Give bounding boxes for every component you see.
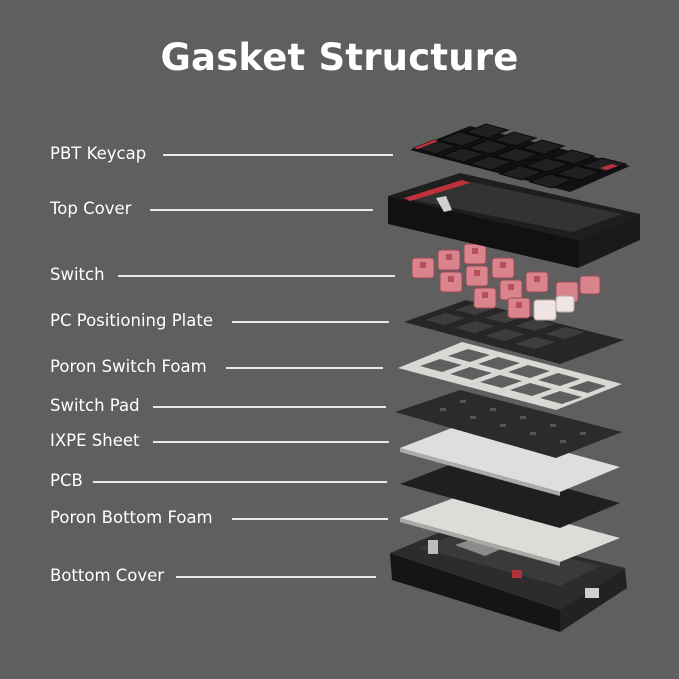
- leader-line-poron-switch-foam: [226, 367, 383, 369]
- label-pbt-keycap: PBT Keycap: [50, 144, 147, 163]
- leader-line-pbt-keycap: [163, 154, 393, 156]
- label-poron-switch-foam: Poron Switch Foam: [50, 357, 207, 376]
- pbt-keycaps-illustration: [410, 123, 630, 192]
- leader-line-bottom-cover: [176, 576, 376, 578]
- label-switch: Switch: [50, 265, 105, 284]
- bottom-cover-illustration: [390, 526, 627, 632]
- label-pcb: PCB: [50, 471, 83, 490]
- leader-line-ixpe-sheet: [153, 441, 389, 443]
- switch-pad-illustration: [395, 390, 622, 458]
- label-switch-pad: Switch Pad: [50, 396, 140, 415]
- label-bottom-cover: Bottom Cover: [50, 566, 165, 585]
- label-pc-positioning-plate: PC Positioning Plate: [50, 311, 213, 330]
- label-poron-bottom-foam: Poron Bottom Foam: [50, 508, 213, 527]
- label-ixpe-sheet: IXPE Sheet: [50, 431, 140, 450]
- ixpe-sheet-illustration: [400, 424, 620, 492]
- diagram-title: Gasket Structure: [160, 36, 519, 79]
- poron-switch-foam-illustration: [398, 342, 622, 410]
- switches-illustration: [411, 243, 601, 321]
- label-top-cover: Top Cover: [50, 199, 132, 218]
- poron-bottom-foam-illustration: [400, 495, 620, 562]
- leader-line-poron-bottom-foam: [232, 518, 388, 520]
- top-cover-illustration: [388, 173, 640, 268]
- leader-line-top-cover: [150, 209, 373, 211]
- leader-line-pc-positioning-plate: [232, 321, 389, 323]
- leader-line-switch: [118, 275, 395, 277]
- leader-line-switch-pad: [153, 406, 386, 408]
- leader-line-pcb: [93, 481, 387, 483]
- pcb-illustration: [400, 460, 620, 528]
- pc-positioning-plate-illustration: [404, 300, 624, 364]
